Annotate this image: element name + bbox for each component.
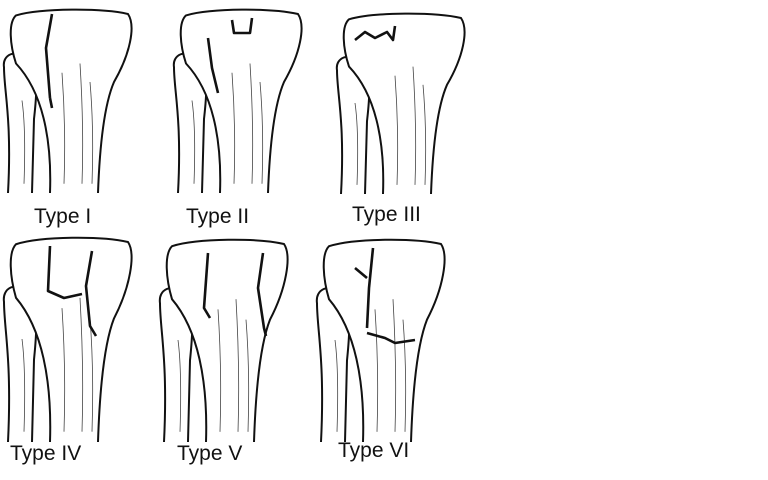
shading-line	[231, 72, 236, 184]
label-type-5: Type V	[177, 442, 243, 465]
shading-line	[374, 309, 379, 432]
shading-line	[21, 338, 26, 432]
shading-line	[394, 75, 399, 185]
fracture-line	[84, 250, 98, 337]
tibia	[9, 236, 133, 443]
fracture-line	[365, 247, 375, 329]
fracture-line	[354, 267, 368, 279]
shading-line	[354, 102, 359, 185]
shading-line	[79, 63, 84, 184]
shading-line	[177, 339, 182, 432]
label-type-4: Type IV	[10, 442, 82, 465]
fracture-line	[44, 13, 54, 99]
shading-line	[245, 319, 250, 432]
label-type-3: Type III	[352, 203, 421, 226]
shading-line	[235, 299, 240, 432]
tibia	[9, 8, 133, 194]
fracture-line	[202, 252, 212, 319]
label-type-6: Type VI	[338, 439, 410, 462]
shading-line	[249, 63, 254, 184]
fracture-line	[256, 252, 268, 337]
shading-line	[334, 339, 339, 432]
shading-line	[392, 299, 397, 432]
panel-type-2	[172, 8, 303, 194]
shading-line	[79, 297, 84, 432]
label-type-2: Type II	[186, 205, 250, 228]
panel-type-1	[2, 8, 133, 194]
fracture-line	[48, 97, 54, 109]
shading-line	[191, 100, 196, 184]
shading-line	[89, 81, 94, 184]
shading-line	[402, 319, 407, 432]
shading-line	[61, 308, 66, 432]
shading-line	[21, 100, 26, 184]
shading-line	[422, 84, 427, 185]
fracture-line	[230, 17, 254, 35]
fracture-line	[354, 25, 397, 42]
panel-type-4	[2, 236, 133, 443]
shading-line	[217, 309, 222, 432]
shading-line	[61, 72, 66, 184]
tibia	[342, 12, 466, 195]
panel-type-6	[315, 238, 446, 443]
shading-line	[259, 81, 264, 184]
shading-line	[412, 66, 417, 185]
panel-type-5	[158, 238, 289, 443]
label-type-1: Type I	[34, 205, 92, 228]
tibia	[322, 238, 446, 443]
fracture-line	[206, 37, 220, 94]
fracture-line	[46, 245, 83, 300]
panel-type-3	[335, 12, 466, 195]
fracture-line	[366, 331, 416, 345]
